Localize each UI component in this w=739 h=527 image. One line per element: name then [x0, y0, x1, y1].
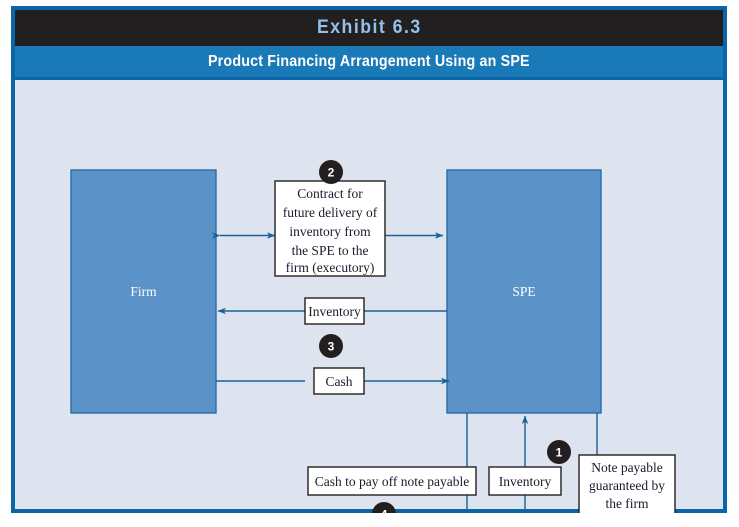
step-marker-1-circle: [547, 440, 571, 464]
note-box-inventory-supplier[interactable]: [488, 466, 562, 496]
note-text-contract-line4: the SPE to the: [292, 243, 369, 258]
note-box-inventory-mid[interactable]: [304, 297, 365, 325]
step-marker-2-circle: [319, 160, 343, 184]
step-marker-4-label: 4: [381, 508, 388, 514]
note-text-cash-note-payable: Cash to pay off note payable: [315, 474, 470, 489]
exhibit-subtitle: Product Financing Arrangement Using an S…: [208, 52, 530, 70]
note-text-contract-line1: Contract for: [297, 186, 363, 201]
step-marker-4-circle: [372, 502, 396, 513]
note-box-cash-note-payable[interactable]: [307, 466, 477, 496]
step-marker-3-circle: [319, 334, 343, 358]
entity-label-spe: SPE: [512, 284, 535, 299]
exhibit-subheader: Product Financing Arrangement Using an S…: [15, 46, 723, 80]
step-marker-1-label: 1: [556, 446, 563, 460]
note-box-cash-mid[interactable]: [313, 367, 365, 395]
note-box-contract[interactable]: [274, 180, 386, 277]
step-marker-3-label: 3: [328, 340, 335, 354]
note-box-note-payable[interactable]: [578, 454, 676, 513]
note-text-contract-line2: future delivery of: [283, 205, 378, 220]
note-text-contract-line3: inventory from: [289, 224, 371, 239]
entity-box-spe[interactable]: [446, 169, 602, 414]
entity-label-firm: Firm: [130, 284, 157, 299]
exhibit-title: Exhibit 6.3: [316, 17, 422, 38]
diagram-canvas: Firm SPE: [15, 80, 723, 513]
diagram-graphic: Firm SPE: [70, 160, 676, 514]
step-marker-2-label: 2: [328, 166, 335, 180]
note-text-contract-line5: firm (executory): [286, 260, 375, 275]
exhibit-frame: Exhibit 6.3 Product Financing Arrangemen…: [11, 6, 727, 513]
exhibit-header: Exhibit 6.3: [15, 10, 723, 46]
note-text-cash-mid: Cash: [326, 374, 353, 389]
note-text-note-payable-line2: guaranteed by: [589, 478, 665, 493]
note-text-inventory-supplier: Inventory: [499, 474, 552, 489]
note-text-note-payable-line3: the firm: [605, 496, 649, 511]
entity-box-firm[interactable]: [70, 169, 217, 414]
note-text-note-payable-line1: Note payable: [591, 460, 663, 475]
note-text-inventory-mid: Inventory: [308, 304, 361, 319]
